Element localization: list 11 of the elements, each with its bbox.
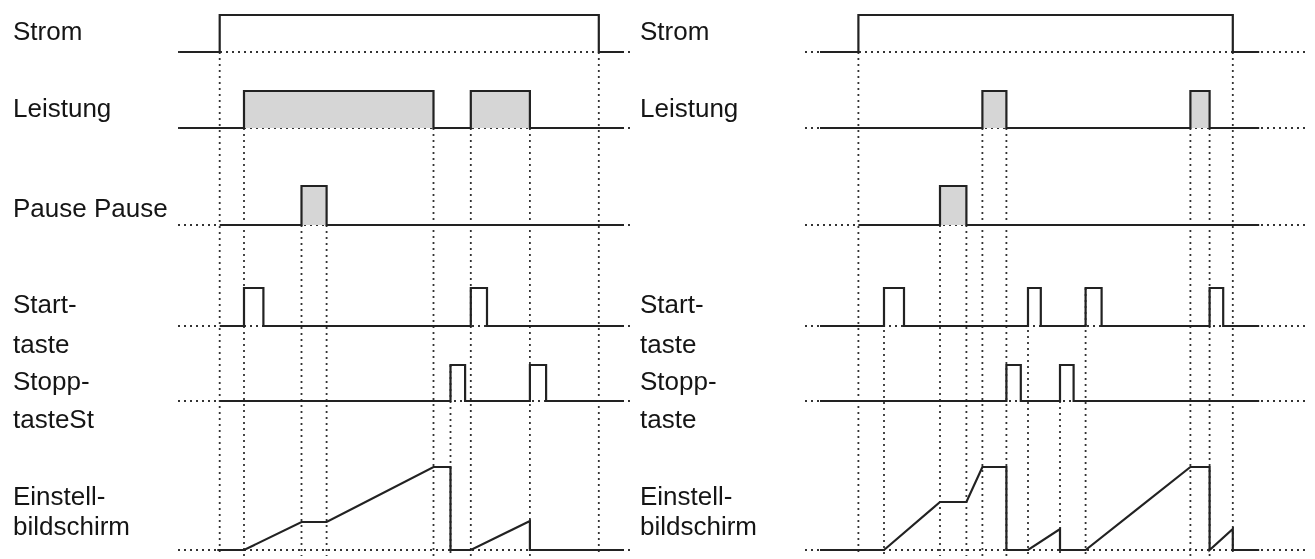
signal-label: Stopp- taste: [640, 365, 717, 436]
signal-label: Start- taste: [640, 288, 704, 361]
signal-label: Stopp- tasteSt: [13, 365, 94, 436]
signal-label: Pause Pause: [13, 193, 168, 223]
signal-label: Einstell- bildschirm: [640, 481, 758, 541]
signal-label: Leistung: [13, 93, 112, 123]
signal-label: Einstell- bildschirm: [13, 481, 131, 541]
signal-label: Start- taste: [13, 288, 77, 361]
signal-label: Leistung: [640, 93, 739, 123]
signal-label: Strom: [13, 16, 83, 46]
signal-label: Strom: [640, 16, 710, 46]
